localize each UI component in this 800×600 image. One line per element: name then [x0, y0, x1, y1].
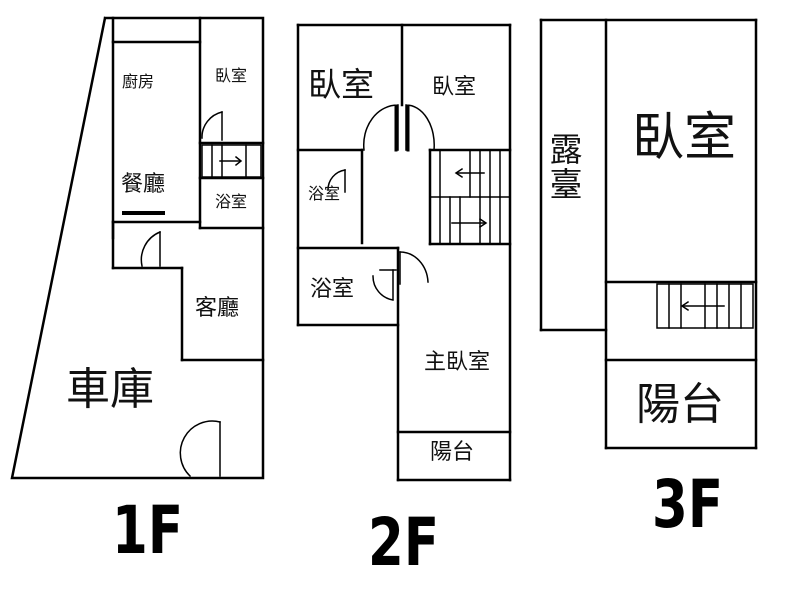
f2-master-bedroom-label: 主臥室 — [424, 350, 491, 375]
f1-bath-label: 浴室 — [215, 192, 248, 211]
f2-balcony-label: 陽台 — [430, 440, 475, 465]
floor-1-walls — [10, 16, 265, 480]
f2-bedroom-left-label: 臥室 — [308, 65, 374, 104]
f1-kitchen-label: 廚房 — [122, 72, 155, 91]
floor-1-stair — [201, 144, 262, 178]
floor-1-label: 1F — [112, 492, 183, 569]
floor-1-doors — [140, 111, 223, 478]
f1-dining-label: 餐廳 — [121, 172, 166, 197]
f1-living-label: 客廳 — [195, 296, 240, 321]
floor-2-stairs — [429, 149, 511, 245]
f3-balcony-label: 陽台 — [636, 379, 724, 430]
f2-bath-small-label: 浴室 — [308, 184, 341, 203]
floor-2-label: 2F — [368, 504, 439, 581]
floor-3-walls — [539, 18, 758, 450]
f2-bedroom-right-label: 臥室 — [432, 75, 477, 100]
floor-3-label: 3F — [652, 466, 723, 543]
f3-bedroom-label: 臥室 — [632, 108, 737, 168]
f1-bedroom-label: 臥室 — [215, 66, 248, 85]
f1-garage-label: 車庫 — [66, 364, 154, 415]
floor-2-doors — [327, 104, 435, 301]
f2-bath-lower-label: 浴室 — [310, 277, 355, 302]
floor-3-stair — [656, 283, 754, 329]
f3-terrace-label: 露臺 — [544, 132, 583, 202]
